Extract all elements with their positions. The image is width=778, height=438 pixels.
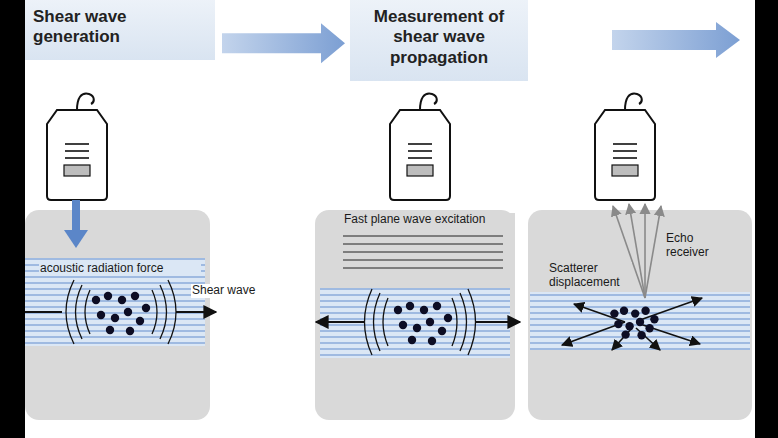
annotation-label: Shear wave — [191, 284, 273, 298]
scatterer-dot — [406, 302, 414, 310]
scatterer-dot — [111, 314, 119, 322]
shear-wave-front — [383, 298, 388, 346]
scatterer-dot — [650, 315, 658, 323]
fiber-band — [25, 258, 205, 346]
annotation-label: acoustic radiation force — [39, 262, 201, 276]
scatterer-dot — [621, 330, 629, 338]
shear-wave-front — [160, 285, 167, 339]
phase-title: Measurement of shear wave propagation — [358, 7, 520, 68]
scatterer-dot — [92, 296, 100, 304]
tissue-panel: acoustic radiation forceShear wave — [25, 210, 210, 420]
radiation-force-arrow — [64, 200, 88, 248]
flow-arrow — [222, 23, 345, 63]
tissue-panel — [25, 210, 210, 420]
scatterer-dot — [142, 304, 150, 312]
scatterer-dot — [433, 302, 441, 310]
scatterer-dot — [625, 322, 633, 330]
tissue-panel — [315, 210, 515, 420]
frame-bar — [0, 0, 25, 438]
scatterer-dot — [620, 307, 628, 315]
scatterer-dot — [124, 308, 132, 316]
scatterer-dot — [631, 309, 639, 317]
plane-wave-line — [343, 252, 503, 253]
scatterer-dot — [444, 314, 452, 322]
probe-symbol — [595, 94, 655, 200]
shear-wave-front — [452, 298, 457, 346]
phase-box: Measurement of shear wave propagation — [350, 0, 528, 81]
shear-wave-front — [152, 290, 157, 334]
shear-wave-front — [468, 289, 476, 355]
scatterer-dot — [641, 307, 649, 315]
fiber-band — [530, 292, 750, 350]
displacement-arrow — [562, 298, 702, 350]
frame-bar — [755, 0, 778, 438]
annotation-label: Echo receiver — [665, 232, 725, 260]
scatterer-dot — [413, 324, 421, 332]
scatterer-dot — [614, 320, 622, 328]
scatterer-dot — [420, 306, 428, 314]
scatterer-dot — [136, 317, 144, 325]
scatterer-dot — [636, 318, 644, 326]
echo-arrow — [645, 206, 661, 298]
scatterer-dot — [394, 306, 402, 314]
scatterer-dot — [428, 337, 436, 345]
scatterer-dot — [408, 336, 416, 344]
echo-arrow — [644, 204, 646, 298]
tissue-panel: Echo receiverScatterer displacement — [528, 210, 752, 420]
propagation-arrow — [176, 311, 216, 313]
annotation-label: Fast plane wave excitation — [343, 213, 515, 227]
probe-symbol — [47, 94, 107, 200]
shear-wave-front — [374, 293, 381, 351]
displacement-arrow — [612, 328, 632, 350]
scatterer-dot — [637, 331, 645, 339]
scatterer-dot — [104, 292, 112, 300]
shear-wave-front — [365, 289, 373, 355]
tissue-panel — [25, 210, 752, 420]
radiation-force-arrow — [64, 230, 88, 248]
scatterer-dot — [426, 318, 434, 326]
propagation-arrow — [316, 321, 364, 323]
plane-wave-line — [343, 244, 503, 245]
probe-symbol — [47, 94, 655, 200]
scatterer-dot — [118, 296, 126, 304]
displacement-arrow — [574, 304, 625, 322]
scatterer-dot — [92, 292, 659, 345]
scatterer-dot — [97, 311, 105, 319]
scatterer-dot — [126, 327, 134, 335]
shear-wave-front — [168, 280, 176, 344]
plane-wave-line — [343, 260, 503, 261]
tissue-panel — [528, 210, 752, 420]
scatterer-dot — [131, 292, 139, 300]
propagation-arrow — [25, 311, 62, 313]
scatterer-dot — [438, 327, 446, 335]
tissue-panel: Fast plane wave excitation — [315, 210, 515, 420]
shear-wave-front — [460, 293, 467, 351]
propagation-arrow — [476, 321, 520, 323]
plane-wave-line — [343, 268, 503, 269]
scatterer-dot — [645, 324, 653, 332]
probe-symbol — [390, 94, 450, 200]
shear-wave-front — [85, 290, 90, 334]
plane-wave-line — [343, 236, 503, 268]
phase-box: Shear wave generation — [25, 0, 215, 60]
displacement-arrow — [640, 298, 702, 320]
phase-title: Shear wave generation — [33, 7, 207, 48]
shear-wave-front — [66, 280, 74, 344]
scatterer-dot — [106, 326, 114, 334]
shear-wave-front — [76, 285, 83, 339]
annotation-label: Scatterer displacement — [548, 262, 632, 290]
shear-wave-front — [66, 280, 476, 355]
radiation-force-arrow — [72, 200, 80, 230]
flow-arrow — [612, 22, 740, 58]
scatterer-dot — [610, 309, 618, 317]
scatterer-dot — [399, 321, 407, 329]
plane-wave-line — [343, 236, 503, 237]
